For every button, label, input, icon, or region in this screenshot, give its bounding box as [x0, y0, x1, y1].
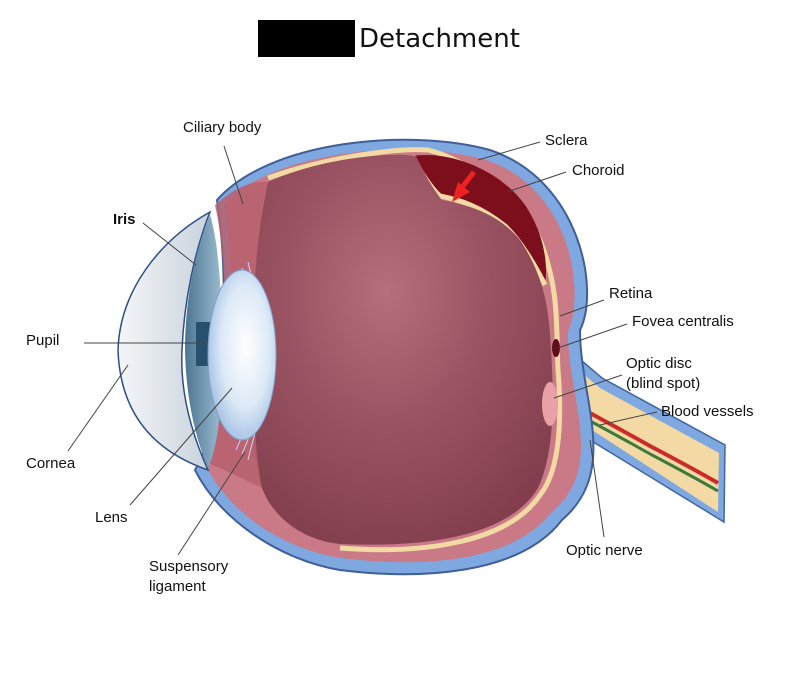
label-sclera: Sclera — [545, 132, 588, 149]
label-suspensory-line1: Suspensory — [149, 558, 229, 575]
label-cornea: Cornea — [26, 455, 76, 472]
label-optic-nerve: Optic nerve — [566, 542, 643, 559]
label-ciliary-body: Ciliary body — [183, 119, 262, 136]
label-suspensory-line2: ligament — [149, 578, 206, 595]
label-leader-lines — [67, 141, 658, 556]
cornea — [117, 210, 212, 472]
fovea-centralis — [552, 339, 560, 357]
label-optic-disc-line1: Optic disc — [626, 355, 692, 372]
lens — [207, 269, 277, 441]
label-optic-disc-line2: (blind spot) — [626, 375, 701, 392]
label-fovea-centralis: Fovea centralis — [632, 313, 734, 330]
label-retina: Retina — [609, 285, 653, 302]
detached-retina-space — [412, 154, 546, 285]
label-choroid: Choroid — [572, 162, 625, 179]
retina-layer — [267, 147, 563, 553]
label-blood-vessels: Blood vessels — [661, 403, 754, 420]
optic-disc — [542, 382, 558, 426]
page-title: Detachment — [359, 24, 520, 54]
label-lens: Lens — [95, 509, 128, 526]
detachment-arrow-icon — [452, 170, 476, 202]
label-pupil: Pupil — [26, 332, 60, 349]
vitreous-body — [250, 154, 553, 545]
label-iris: Iris — [113, 211, 136, 228]
title-redaction-block — [258, 20, 355, 57]
